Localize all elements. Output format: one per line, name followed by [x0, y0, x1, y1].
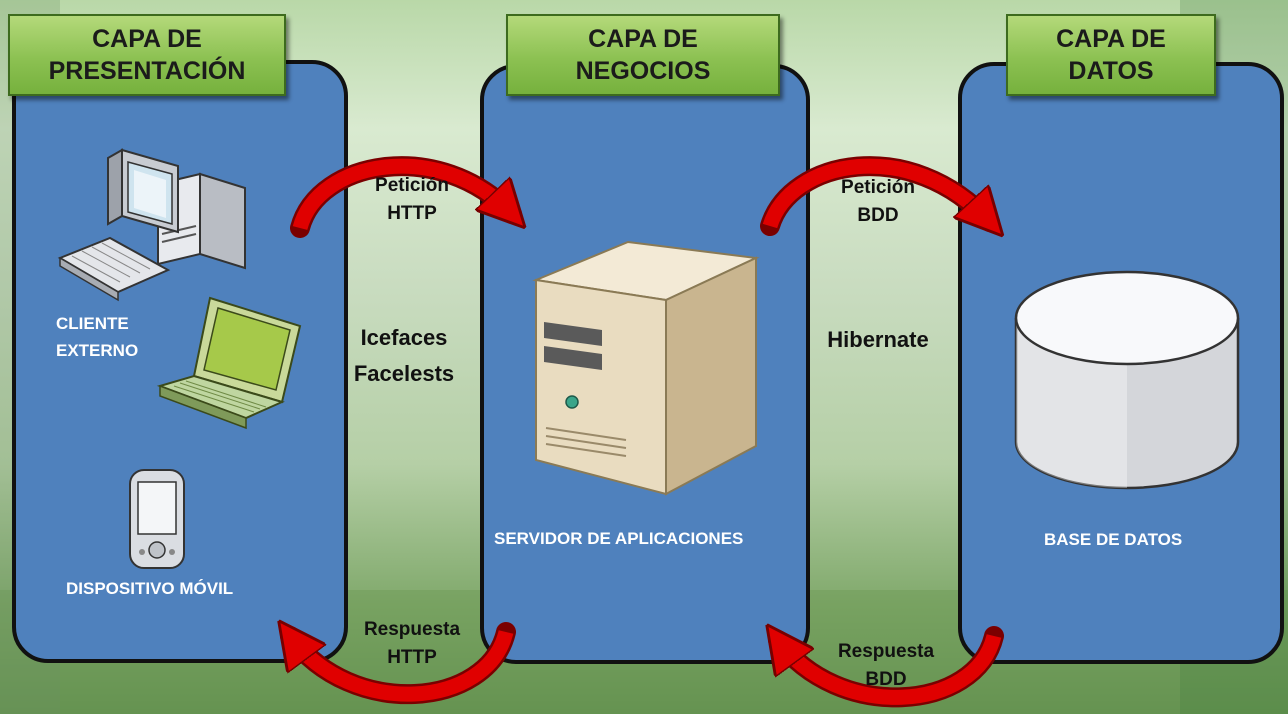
http-request-arrow [290, 156, 512, 238]
desktop-computer-icon [57, 148, 246, 302]
bdd-response-label: Respuesta BDD [837, 641, 935, 690]
bdd-request-arrow [760, 156, 990, 226]
http-request-label: Petición HTTP [375, 175, 449, 224]
pda-icon [129, 469, 185, 569]
business-layer-header: CAPA DE NEGOCIOS [506, 14, 780, 96]
http-response-label: Respuesta HTTP [363, 619, 461, 668]
laptop-icon [156, 296, 302, 430]
database-cylinder-icon [1014, 270, 1240, 490]
data-layer-header: CAPA DE DATOS [1006, 14, 1216, 96]
server-tower-icon [532, 240, 760, 496]
bdd-request-label: Petición BDD [841, 177, 915, 226]
bdd-response-arrow [778, 636, 1004, 708]
server-label: SERVIDOR DE APLICACIONES [494, 529, 744, 548]
presentation-layer-header: CAPA DE PRESENTACIÓN [8, 14, 286, 96]
http-response-arrow [290, 632, 516, 704]
orm-tech-label: Hibernate [827, 327, 929, 352]
mobile-label: DISPOSITIVO MÓVIL [66, 579, 234, 598]
client-label: CLIENTE EXTERNO [56, 314, 139, 360]
database-label: BASE DE DATOS [1044, 530, 1183, 549]
frontend-tech-label: Icefaces Facelests [353, 325, 455, 386]
